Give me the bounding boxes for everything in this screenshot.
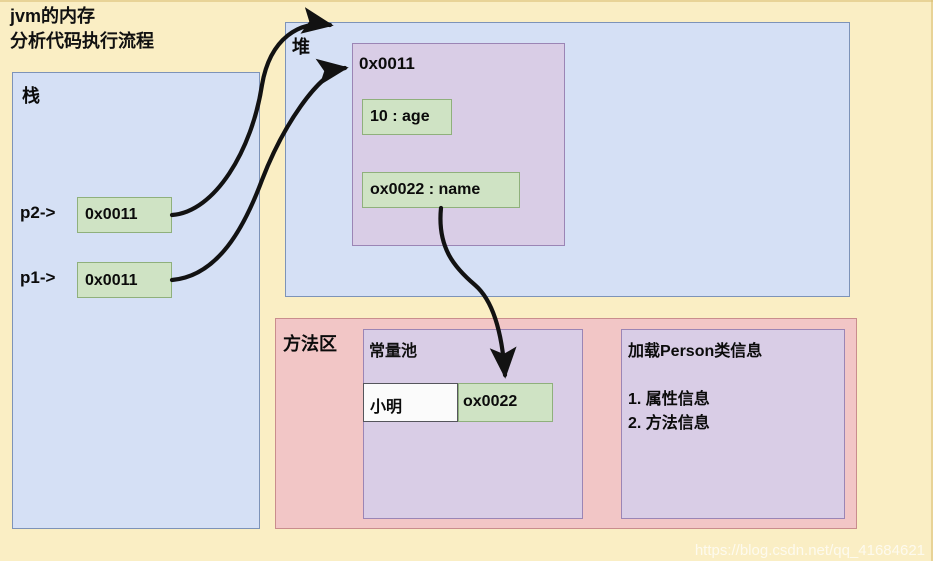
- class-info-items: 1. 属性信息 2. 方法信息: [628, 391, 710, 432]
- p2-value-text: 0x0011: [85, 206, 138, 223]
- constant-pool-address-text: ox0022: [463, 393, 518, 410]
- heap-object-address: 0x0011: [359, 54, 415, 73]
- constant-pool-value-text: 小明: [370, 399, 403, 416]
- class-info-box: [621, 329, 845, 519]
- stack-region-label: 栈: [22, 86, 40, 106]
- stack-variable-p2-label: p2->: [20, 203, 56, 222]
- method-area-label: 方法区: [283, 334, 337, 354]
- object-field-name[interactable]: [362, 172, 520, 208]
- heap-region-label: 堆: [292, 37, 310, 57]
- class-info-title: 加载Person类信息: [628, 343, 763, 360]
- object-field-age-text: 10 : age: [370, 108, 430, 125]
- p1-value-text: 0x0011: [85, 272, 138, 289]
- object-field-name-text: ox0022 : name: [370, 181, 481, 198]
- constant-pool-label: 常量池: [369, 343, 418, 360]
- page-title: jvm的内存 分析代码执行流程: [10, 6, 154, 51]
- stack-variable-p1-label: p1->: [20, 268, 56, 287]
- p1-value-box[interactable]: [77, 262, 172, 298]
- constant-pool-address-cell[interactable]: [458, 383, 553, 422]
- stack-region: [12, 72, 260, 529]
- constant-pool-value-cell[interactable]: [363, 383, 458, 422]
- object-field-age[interactable]: [362, 99, 452, 135]
- watermark: https://blog.csdn.net/qq_41684621: [694, 542, 925, 559]
- p2-value-box[interactable]: [77, 197, 172, 233]
